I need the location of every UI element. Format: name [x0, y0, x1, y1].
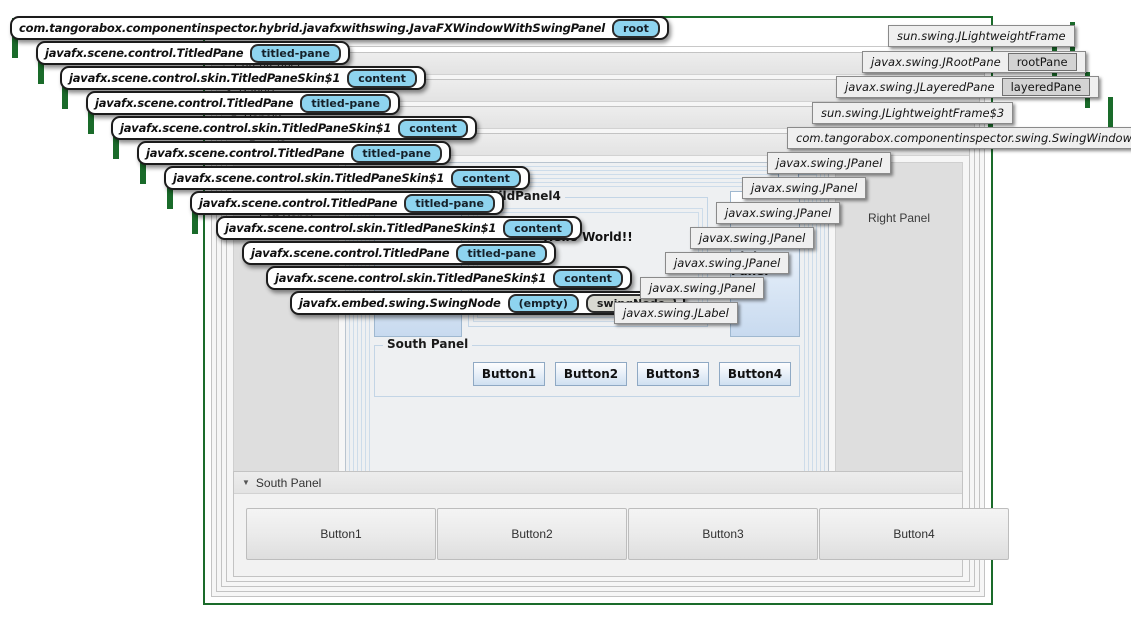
swing-button-3[interactable]: Button3 [637, 362, 709, 386]
callout-javafx-7[interactable]: javafx.scene.control.TitledPane titled-p… [190, 191, 504, 215]
callout-badge: content [398, 118, 468, 138]
fx-titledpane-body: Left Panel Right Panel [227, 156, 1009, 581]
callout-swing-8[interactable]: javax.swing.JPanel [690, 227, 815, 249]
callout-class-name: javax.swing.JPanel [725, 206, 832, 220]
callout-swing-2[interactable]: javax.swing.JLayeredPane layeredPane [836, 76, 1100, 98]
callout-class-name: javafx.scene.control.TitledPane [45, 46, 244, 60]
callout-badge: titled-pane [351, 143, 442, 163]
callout-swing-6[interactable]: javax.swing.JPanel [742, 177, 867, 199]
callout-swing-4[interactable]: com.tangorabox.componentinspector.swing.… [787, 127, 1131, 149]
highlight-rail [1108, 97, 1113, 141]
callout-badge: content [451, 168, 521, 188]
callout-javafx-8[interactable]: javafx.scene.control.skin.TitledPaneSkin… [216, 216, 582, 240]
callout-javafx-0[interactable]: com.tangorabox.componentinspector.hybrid… [10, 16, 669, 40]
fx-right-panel-label: Right Panel [867, 211, 931, 225]
fx-button-1[interactable]: Button1 [246, 508, 436, 560]
fx-south-panel-body: Button1 Button2 Button3 Button4 [234, 494, 1009, 576]
callout-badge: titled-pane [300, 93, 391, 113]
callout-class-name: javax.swing.JPanel [649, 281, 756, 295]
swing-south-panel-title: South Panel [383, 337, 473, 351]
swing-south-panel: South Panel Button1 Button2 Button3 Butt… [374, 337, 800, 397]
fx-titledpane-body: ▼ Panel3 Left Panel [222, 129, 1009, 586]
callout-javafx-5[interactable]: javafx.scene.control.TitledPane titled-p… [137, 141, 451, 165]
callout-class-name: javafx.scene.control.skin.TitledPaneSkin… [225, 221, 497, 235]
callout-class-name: javafx.scene.control.TitledPane [199, 196, 398, 210]
fx-button-3[interactable]: Button3 [628, 508, 818, 560]
callout-class-name: javax.swing.JRootPane [871, 55, 1001, 69]
callout-class-name: sun.swing.JLightweightFrame$3 [821, 106, 1005, 120]
callout-class-name: javafx.scene.control.skin.TitledPaneSkin… [69, 71, 341, 85]
callout-class-name: javafx.scene.control.TitledPane [95, 96, 294, 110]
callout-badge: content [347, 68, 417, 88]
callout-class-name: javax.swing.JPanel [699, 231, 806, 245]
callout-badge: content [503, 218, 573, 238]
callout-class-name: com.tangorabox.componentinspector.hybrid… [19, 21, 606, 35]
callout-badge: content [553, 268, 623, 288]
callout-javafx-4[interactable]: javafx.scene.control.skin.TitledPaneSkin… [111, 116, 477, 140]
callout-class-name: javafx.scene.control.TitledPane [146, 146, 345, 160]
swing-button-1[interactable]: Button1 [473, 362, 545, 386]
callout-class-name: javax.swing.JPanel [776, 156, 883, 170]
callout-javafx-1[interactable]: javafx.scene.control.TitledPane titled-p… [36, 41, 350, 65]
callout-swing-7[interactable]: javax.swing.JPanel [716, 202, 841, 224]
callout-class-name: javax.swing.JPanel [674, 256, 781, 270]
swing-button-2[interactable]: Button2 [555, 362, 627, 386]
callout-badge: root [612, 18, 660, 38]
fx-titledpane-south-panel[interactable]: ▼ South Panel Button1 Button2 Button3 Bu… [233, 471, 1009, 577]
callout-javafx-9[interactable]: javafx.scene.control.TitledPane titled-p… [242, 241, 556, 265]
callout-javafx-2[interactable]: javafx.scene.control.skin.TitledPaneSkin… [60, 66, 426, 90]
callout-badge-empty: (empty) [507, 293, 579, 313]
callout-swing-1[interactable]: javax.swing.JRootPane rootPane [862, 51, 1086, 73]
callout-javafx-10[interactable]: javafx.scene.control.skin.TitledPaneSkin… [266, 266, 632, 290]
callout-class-name: javafx.scene.control.skin.TitledPaneSkin… [173, 171, 445, 185]
fx-south-panel-header[interactable]: ▼ South Panel [234, 472, 962, 494]
callout-class-name: sun.swing.JLightweightFrame [897, 29, 1066, 43]
callout-swing-9[interactable]: javax.swing.JPanel [665, 252, 790, 274]
fx-button-2[interactable]: Button2 [437, 508, 627, 560]
callout-javafx-3[interactable]: javafx.scene.control.TitledPane titled-p… [86, 91, 400, 115]
callout-swing-0[interactable]: sun.swing.JLightweightFrame [888, 25, 1075, 47]
callout-class-name: javafx.embed.swing.SwingNode [299, 296, 501, 310]
fx-titledpane-body: ▼ Panel2 ▼ Panel3 [217, 102, 1009, 591]
callout-swing-5[interactable]: javax.swing.JPanel [767, 152, 892, 174]
callout-swing-3[interactable]: sun.swing.JLightweightFrame$3 [812, 102, 1014, 124]
callout-class-name: javafx.scene.control.skin.TitledPaneSkin… [275, 271, 547, 285]
callout-class-name: javax.swing.JPanel [751, 181, 858, 195]
callout-javafx-6[interactable]: javafx.scene.control.skin.TitledPaneSkin… [164, 166, 530, 190]
fx-titledpane-panel3[interactable]: ▼ Panel3 Left Panel [226, 133, 1009, 582]
chevron-down-icon: ▼ [242, 478, 250, 487]
callout-class-name: com.tangorabox.componentinspector.swing.… [796, 131, 1131, 145]
callout-class-name: javax.swing.JLabel [623, 306, 729, 320]
callout-swing-10[interactable]: javax.swing.JPanel [640, 277, 765, 299]
callout-swing-jlabel[interactable]: javax.swing.JLabel [614, 302, 738, 324]
callout-class-name: javafx.scene.control.skin.TitledPaneSkin… [120, 121, 392, 135]
fx-button-4[interactable]: Button4 [819, 508, 1009, 560]
callout-badge: layeredPane [1001, 78, 1091, 96]
fx-south-panel-title: South Panel [255, 475, 322, 490]
callout-badge: titled-pane [250, 43, 341, 63]
callout-class-name: javax.swing.JLayeredPane [845, 80, 995, 94]
fx-titledpane-panel2[interactable]: ▼ Panel2 ▼ Panel3 [221, 106, 1009, 587]
chevron-down-icon: ▼ [225, 86, 233, 95]
callout-badge: rootPane [1007, 53, 1077, 71]
callout-badge: titled-pane [404, 193, 495, 213]
callout-class-name: javafx.scene.control.TitledPane [251, 246, 450, 260]
swing-button-4[interactable]: Button4 [719, 362, 791, 386]
callout-badge: titled-pane [456, 243, 547, 263]
